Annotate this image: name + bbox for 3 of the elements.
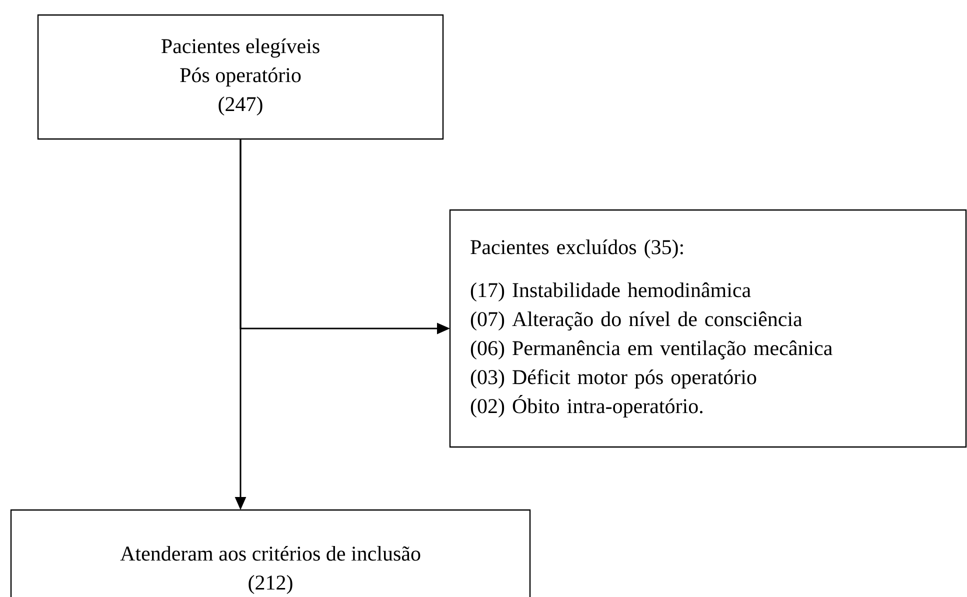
process-box: Pacientes elegíveis Pós operatório (247): [37, 14, 444, 140]
process-box: Atenderam aos critérios de inclusão (212): [10, 509, 531, 597]
process-box: Pacientes excluídos (35): (17) Instabilidade hemodinâmica (07) Alteração do nível de consciência (06) Permanência em ventilação mecânica (03) Déficit motor pós operatório (02) Óbito intra-operatório.: [449, 209, 967, 448]
